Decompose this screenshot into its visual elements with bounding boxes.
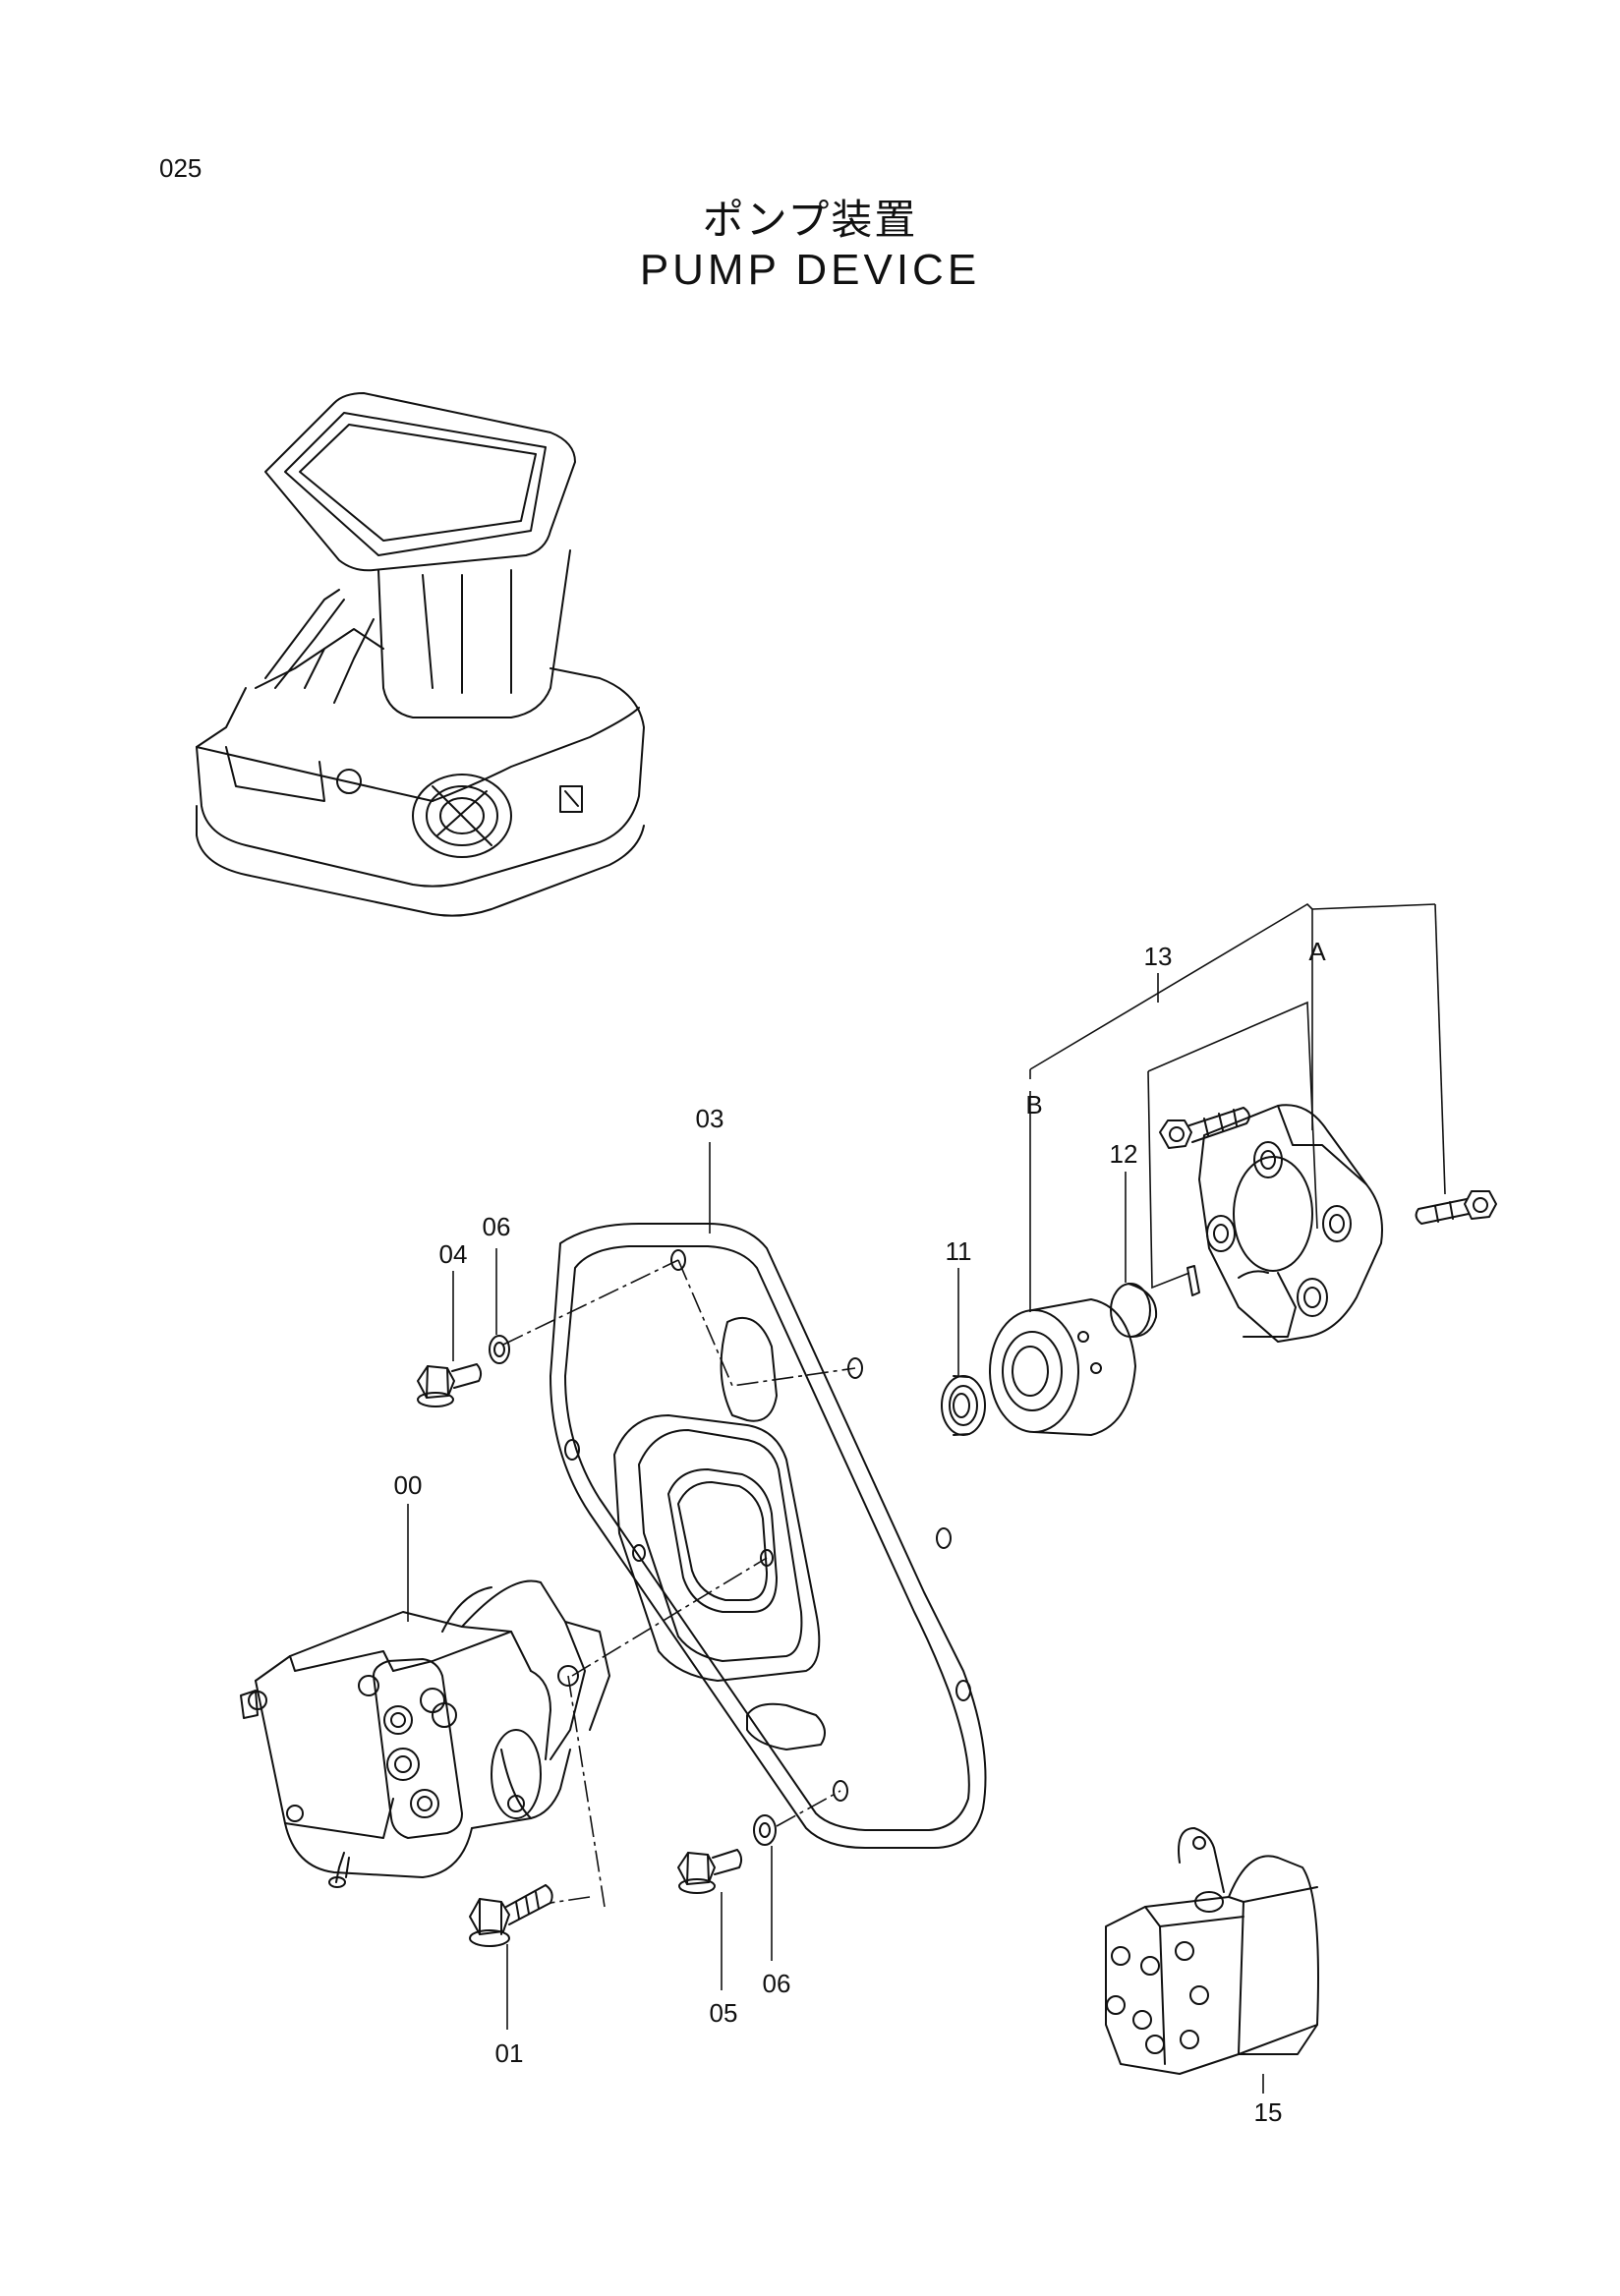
- coupling-hub-part-b: [989, 1298, 1136, 1436]
- callout-15: 15: [1254, 2097, 1283, 2127]
- callout-12: 12: [1110, 1139, 1138, 1169]
- callout-13: 13: [1144, 942, 1173, 971]
- coupling-bolt-upper: [1159, 1107, 1250, 1149]
- title-english: PUMP DEVICE: [639, 246, 981, 294]
- machine-overview-illustration: [196, 392, 645, 917]
- title-japanese: ポンプ装置: [702, 196, 918, 244]
- callout-11: 11: [946, 1236, 972, 1266]
- alignment-lines: [502, 1259, 856, 1908]
- oil-seal-part-11: [941, 1375, 986, 1436]
- callout-06-bottom: 06: [763, 1969, 791, 1998]
- callout-06-top: 06: [483, 1212, 511, 1241]
- gear-pump-part-15: [1105, 1827, 1319, 2075]
- ref-label-b: B: [1025, 1090, 1042, 1119]
- flange-plate-part-03: [550, 1223, 987, 1849]
- hydraulic-pump-part-00: [240, 1579, 610, 1888]
- leader-lines: [407, 902, 1446, 2094]
- page-number: 025: [159, 153, 202, 183]
- bolt-part-05: [677, 1849, 743, 1894]
- callout-00: 00: [394, 1470, 423, 1500]
- bolt-part-04: [417, 1363, 483, 1407]
- callout-04: 04: [439, 1239, 468, 1269]
- callout-labels: 03 04 06 00 01 05 06 11 12 13 15 A B: [394, 937, 1327, 2127]
- coupling-bolt-right: [1415, 1190, 1497, 1225]
- coupling-element-part-a: [1198, 1104, 1383, 1343]
- callout-03: 03: [696, 1104, 724, 1133]
- ref-label-a: A: [1308, 937, 1326, 966]
- plug-part-12: [1110, 1283, 1158, 1338]
- callout-01: 01: [495, 2038, 524, 2068]
- key-pin: [1186, 1265, 1200, 1296]
- callout-05: 05: [710, 1998, 738, 2028]
- washer-part-06-bottom: [753, 1814, 777, 1846]
- washer-part-06-top: [489, 1335, 510, 1364]
- bolt-part-01: [469, 1884, 553, 1947]
